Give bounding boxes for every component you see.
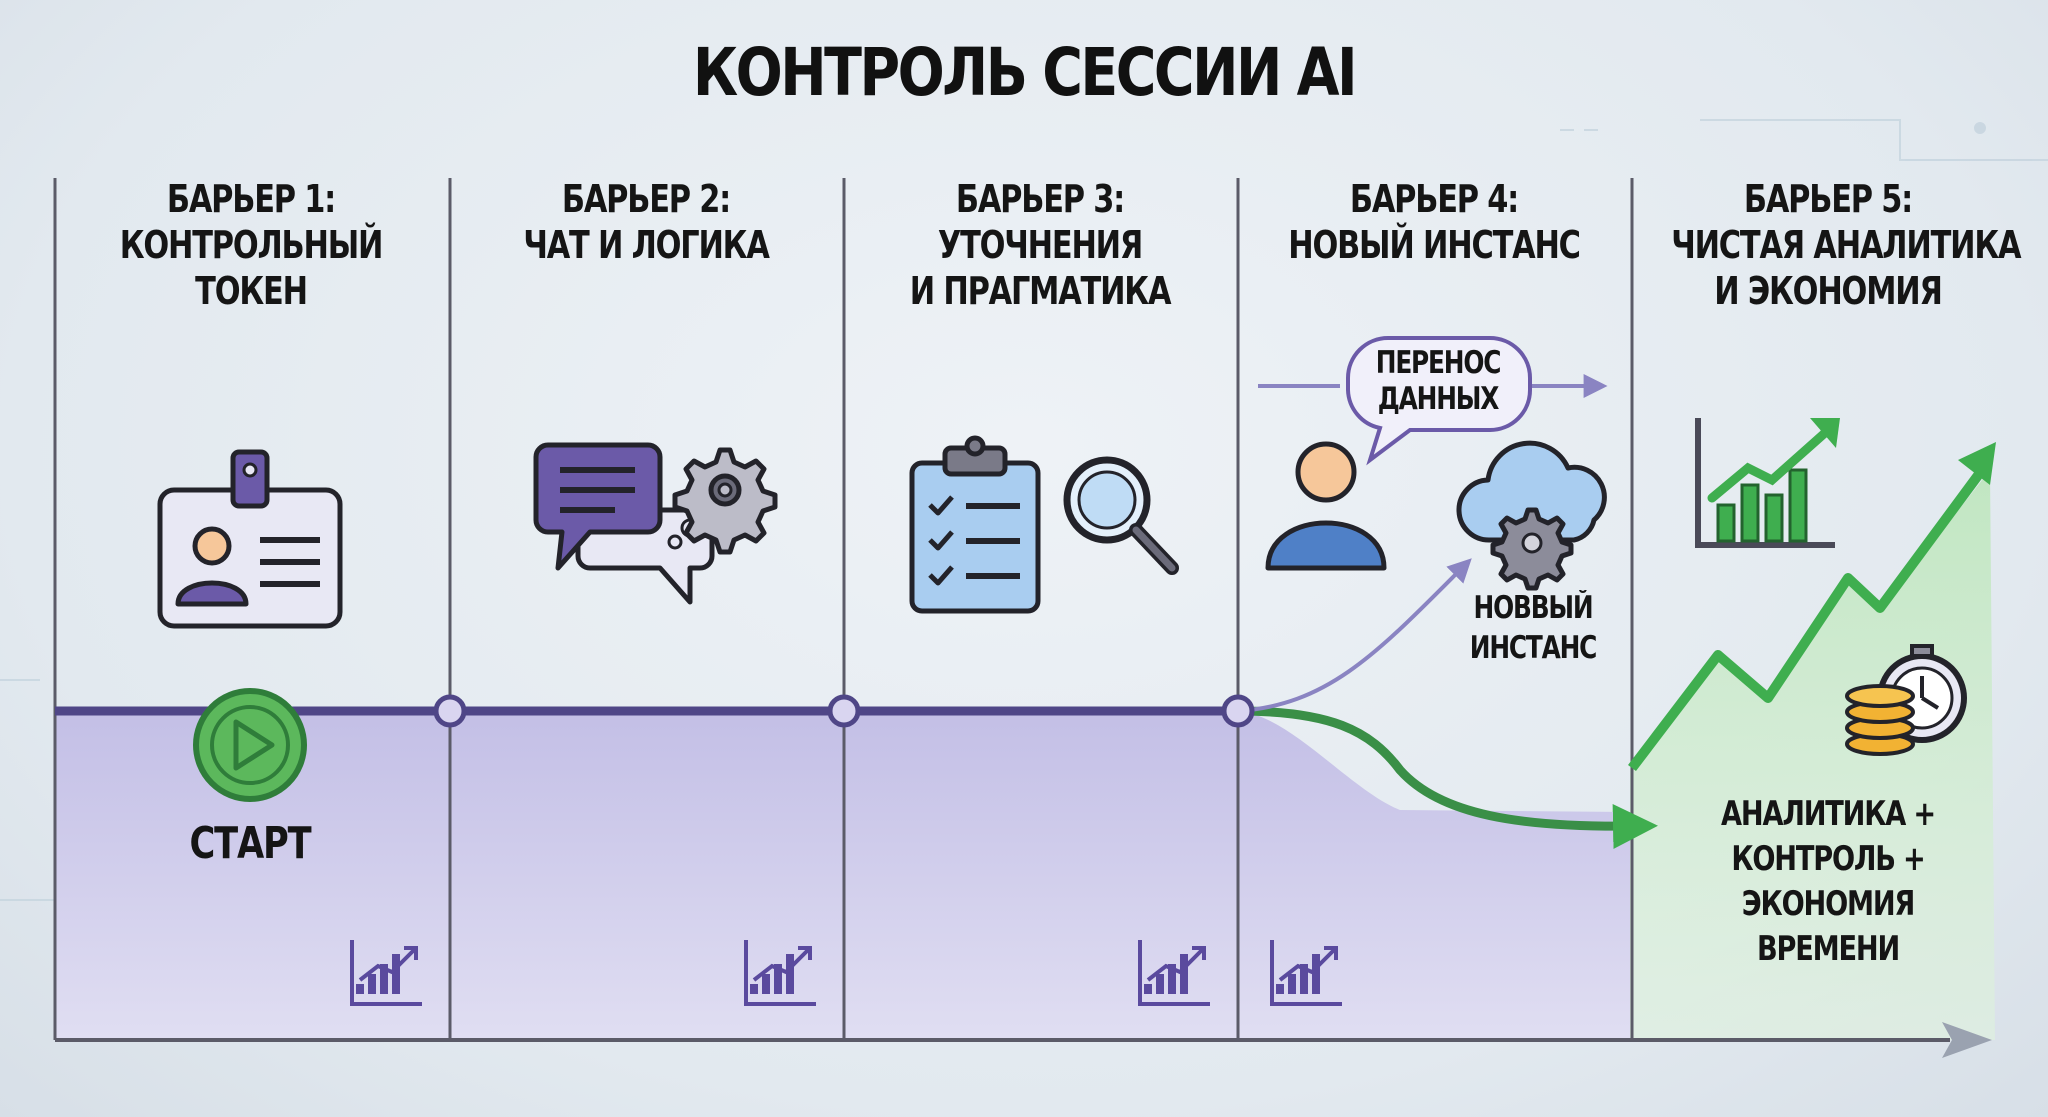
growth-area — [1630, 470, 1995, 1040]
axis-arrow-icon — [1942, 1022, 1992, 1058]
branch-to-new-instance — [1237, 558, 1472, 713]
timeline-nodes — [433, 694, 1255, 728]
barrier-5-heading: БАРЬЕР 5: ЧИСТАЯ АНАЛИТИКА И ЭКОНОМИЯ — [1671, 176, 2021, 314]
label-line: НОВВЫЙ — [1473, 590, 1594, 626]
growth-arrow-head-icon — [1958, 442, 1996, 485]
label-line: ИНСТАНС — [1469, 630, 1598, 666]
result-line: АНАЛИТИКА + — [1721, 794, 1936, 834]
cloud-gear-icon — [1456, 440, 1607, 591]
barrier-2-heading: БАРЬЕР 2: ЧАТ И ЛОГИКА — [489, 176, 803, 268]
heading-line: БАРЬЕР 1: — [166, 177, 336, 221]
heading-line: УТОЧНЕНИЯ — [937, 223, 1143, 267]
coins-stopwatch-icon — [1845, 644, 1967, 756]
bubble-line: ДАННЫХ — [1377, 381, 1500, 417]
heading-line: БАРЬЕР 3: — [955, 177, 1125, 221]
bubble-line: ПЕРЕНОС — [1375, 345, 1502, 381]
result-line: ЭКОНОМИЯ ВРЕМЕНИ — [1741, 884, 1916, 969]
result-label: АНАЛИТИКА + КОНТРОЛЬ + ЭКОНОМИЯ ВРЕМЕНИ — [1671, 792, 1985, 972]
clipboard-magnifier-icon — [909, 435, 1179, 614]
mini-chart-icon — [1270, 940, 1342, 1006]
barrier-4-heading: БАРЬЕР 4: НОВЫЙ ИНСТАНС — [1277, 176, 1591, 268]
heading-line: БАРЬЕР 4: — [1349, 177, 1519, 221]
chat-gear-icon — [533, 442, 778, 605]
heading-line: И ЭКОНОМИЯ — [1714, 269, 1943, 313]
heading-line: ЧИСТАЯ АНАЛИТИКА — [1671, 223, 2021, 267]
barrier-3-heading: БАРЬЕР 3: УТОЧНЕНИЯ И ПРАГМАТИКА — [883, 176, 1197, 314]
transfer-bubble-text: ПЕРЕНОС ДАННЫХ — [1358, 345, 1518, 417]
growth-arrow — [1628, 467, 1987, 772]
small-chart-icons — [350, 940, 1342, 1006]
heading-line: НОВЫЙ ИНСТАНС — [1288, 223, 1581, 267]
page-title: КОНТРОЛЬ СЕССИИ AI — [692, 34, 1358, 111]
user-icon — [1265, 441, 1387, 571]
heading-line: И ПРАГМАТИКА — [909, 269, 1172, 313]
id-badge-icon — [157, 449, 343, 629]
timeline-node — [433, 694, 467, 728]
mini-chart-icon — [350, 940, 422, 1006]
growth-chart-icon — [1695, 418, 1840, 548]
heading-line: БАРЬЕР 2: — [561, 177, 731, 221]
start-play-icon[interactable] — [193, 688, 307, 802]
transfer-bubble — [1346, 336, 1532, 466]
heading-line: ЧАТ И ЛОГИКА — [523, 223, 770, 267]
result-line: КОНТРОЛЬ + — [1731, 839, 1926, 879]
heading-line: ТОКЕН — [195, 269, 308, 313]
new-instance-label: НОВВЫЙ ИНСТАНС — [1453, 588, 1613, 668]
heading-line: КОНТРОЛЬНЫЙ — [119, 223, 384, 267]
timeline-curve-to-result — [1237, 706, 1658, 849]
heading-line: БАРЬЕР 5: — [1743, 177, 1913, 221]
mini-chart-icon — [1138, 940, 1210, 1006]
timeline-node — [1221, 694, 1255, 728]
column-dividers — [53, 178, 1634, 1040]
start-label: СТАРТ — [189, 818, 312, 869]
mini-chart-icon — [744, 940, 816, 1006]
barrier-1-heading: БАРЬЕР 1: КОНТРОЛЬНЫЙ ТОКЕН — [94, 176, 408, 314]
timeline-node — [827, 694, 861, 728]
